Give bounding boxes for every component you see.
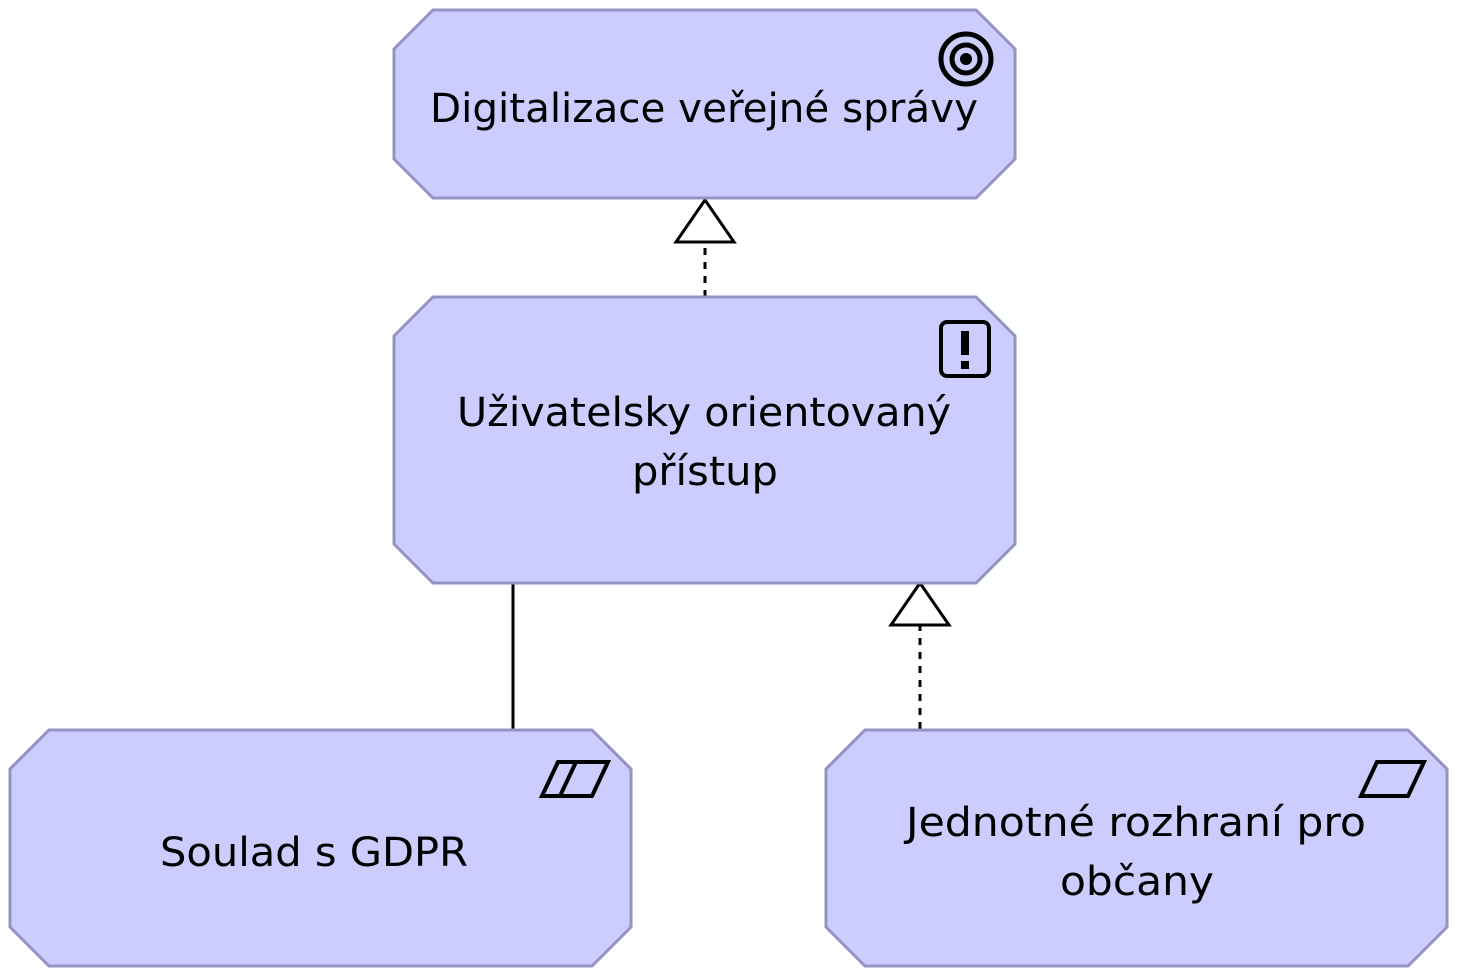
node-constraint[interactable]: Soulad s GDPR [8,728,633,968]
requirement-shape [824,728,1449,968]
principle-label-line2: přístup [632,449,778,495]
principle-label-line1: Uživatelsky orientovaný [457,390,951,436]
goal-label: Digitalizace veřejné správy [430,86,978,132]
requirement-parallelogram-icon [1357,760,1428,798]
relation-realization-requirement-to-principle[interactable] [888,580,952,729]
constraint-shape [8,728,633,968]
goal-shape [392,8,1017,200]
requirement-label-line1: Jednotné rozhraní pro [903,800,1366,846]
requirement-label-line2: občany [1060,859,1214,905]
constraint-parallelogram-icon [538,760,612,798]
node-principle[interactable]: Uživatelsky orientovaný přístup [392,295,1017,585]
node-requirement[interactable]: Jednotné rozhraní pro občany [824,728,1449,968]
realization-arrowhead [888,580,952,627]
constraint-label: Soulad s GDPR [160,830,468,876]
goal-target-icon [938,31,994,87]
relation-realization-principle-to-goal[interactable] [673,197,737,297]
principle-exclamation-icon [939,320,991,378]
node-goal[interactable]: Digitalizace veřejné správy [392,8,1017,200]
principle-shape [392,295,1017,585]
realization-arrowhead [673,197,737,244]
